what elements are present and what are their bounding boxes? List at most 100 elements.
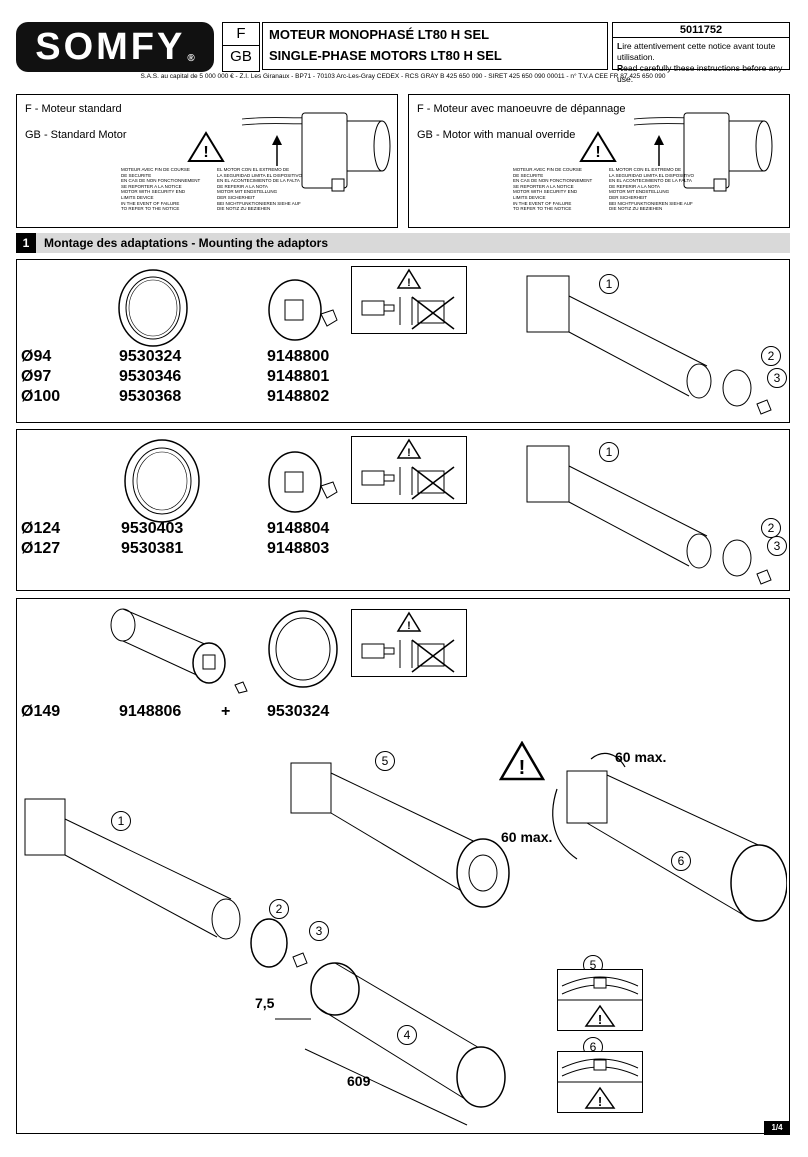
label-line: DIE NOTIZ ZU BEZIEHEN [217, 206, 271, 212]
svg-text:!: ! [407, 620, 411, 632]
page-number: 1/4 [764, 1121, 790, 1135]
label-line: DER SICHERHEIT [217, 194, 256, 200]
label-line: MOTEUR AVEC FIN DE COURSE [121, 167, 190, 172]
step-2-marker: 2 [761, 518, 781, 538]
motor-exploded-drawing [24, 798, 308, 968]
language-codes: F GB [222, 22, 260, 72]
ring-ref: 9530346 [119, 368, 182, 385]
label-line: TO REFER TO THE NOTICE [513, 206, 572, 212]
wheel-ref: 9148801 [267, 368, 330, 385]
motor-assembly-drawing [526, 275, 772, 415]
step-2-marker: 2 [761, 346, 781, 366]
motor-assembly-drawing [526, 445, 772, 585]
label-line: LIMITS DEVICE [121, 194, 154, 200]
diameter-label: Ø124 [21, 520, 61, 537]
motor-head-drawing [633, 112, 773, 192]
label-line: EN EL ACONTECIMIENTO DE LA FALTA [609, 178, 692, 184]
motor-box-en-label: GB - Motor with manual override [417, 129, 576, 141]
tube-assembly-drawing [275, 962, 506, 1126]
manual-override-motor-box: F - Moteur avec manoeuvre de dépannage G… [408, 94, 790, 228]
label-line: MOTOR MIT ENDSTELLUNG [609, 189, 670, 195]
step-1-marker: 1 [599, 442, 619, 462]
adaptor-panel-1: ! Ø94 9530324 9148800 Ø97 9530346 914880… [16, 259, 790, 423]
diameter-label: Ø100 [21, 388, 61, 405]
label-line: SE REPORTER A LA NOTICE [513, 183, 574, 189]
adaptor-panel-3: ! Ø149 9148806 + 9530324 1 2 3 5 ! 60 ma… [16, 598, 790, 1134]
label-line: MOTEUR AVEC FIN DE COURSE [513, 167, 582, 172]
label-line: DER SICHERHEIT [609, 194, 648, 200]
crown-ring-drawing [118, 269, 188, 347]
warning-icon: ! [579, 131, 617, 162]
label-line: IN THE EVENT OF FAILURE [121, 200, 180, 206]
svg-text:!: ! [407, 447, 411, 459]
standard-motor-box: F - Moteur standard GB - Standard Motor … [16, 94, 398, 228]
wheel-with-tube-drawing [110, 608, 248, 694]
warning-box: ! [351, 609, 467, 677]
title-fr: MOTEUR MONOPHASÉ LT80 H SEL [269, 27, 490, 42]
registered-mark: ® [187, 53, 195, 64]
brand-name: SOMFY [35, 25, 186, 68]
label-line: BEI NICHTFUNKTIONIEREN SIEHE AUF [217, 200, 301, 206]
detail-5-box: ! [557, 969, 643, 1031]
svg-text:!: ! [598, 1012, 602, 1027]
motor-box-fr-label: F - Moteur standard [25, 103, 122, 115]
svg-text:!: ! [203, 144, 208, 161]
drive-wheel-drawing [268, 451, 338, 513]
ref-number: 5011752 [613, 23, 789, 38]
dimension-7-5: 7,5 [255, 995, 275, 1011]
wheel-ref: 9148802 [267, 388, 330, 405]
company-line: S.A.S. au capital de 5 000 000 € - Z.I. … [140, 73, 666, 80]
section-title: Montage des adaptations - Mounting the a… [44, 236, 329, 250]
label-line: DE REFERIR A LA NOTA [217, 183, 268, 189]
step-4-marker: 4 [397, 1025, 417, 1045]
no-cutting-warning-icon: ! [361, 611, 455, 673]
detail-6-box: ! [557, 1051, 643, 1113]
svg-text:!: ! [595, 144, 600, 161]
step-6-marker: 6 [671, 851, 691, 871]
ring-ref: 9530324 [119, 348, 182, 365]
section-header: 1 Montage des adaptations - Mounting the… [16, 233, 790, 253]
label-line: SE REPORTER A LA NOTICE [121, 183, 182, 189]
step-3-marker: 3 [309, 921, 329, 941]
crown-ring-drawing [268, 610, 338, 688]
warning-box: ! [351, 266, 467, 334]
dimension-609: 609 [347, 1073, 371, 1089]
somfy-logo: SOMFY ® [16, 22, 214, 72]
warning-box: ! [351, 436, 467, 504]
lang-code-gb: GB [223, 45, 259, 65]
detail-5-drawing: ! [558, 976, 642, 1027]
step-1-marker: 1 [599, 274, 619, 294]
no-cutting-warning-icon: ! [361, 438, 455, 500]
diameter-label: Ø127 [21, 540, 61, 557]
lang-code-fr: F [236, 25, 246, 42]
angle-left-label: 60 max. [501, 829, 553, 845]
adaptor-panel-2: ! Ø124 9530403 9148804 Ø127 9530381 9148… [16, 429, 790, 591]
ring-ref: 9530381 [121, 540, 184, 557]
label-line: EN CAS DE NON FONCTIONNEMENT [121, 178, 201, 184]
step-5-marker: 5 [375, 751, 395, 771]
warning-icon: ! [187, 131, 225, 162]
label-line: MOTOR WITH SECURITY END [513, 189, 578, 195]
label-line: DE SECURITE [121, 172, 152, 178]
plus-sign: + [221, 703, 231, 720]
notice-fr-initial: L [617, 41, 623, 51]
svg-text:!: ! [407, 277, 411, 289]
label-line: IN THE EVENT OF FAILURE [513, 200, 572, 206]
wheel-ref: 9148804 [267, 520, 330, 537]
crown-ring-drawing [124, 439, 200, 523]
label-line: TO REFER TO THE NOTICE [121, 206, 180, 212]
reference-box: 5011752 Lire attentivement cette notice … [612, 22, 790, 84]
drive-wheel-drawing [268, 279, 338, 341]
ring-ref: 9530368 [119, 388, 182, 405]
motor-box-fr-label: F - Moteur avec manoeuvre de dépannage [417, 103, 626, 115]
notice-en-initial: R [617, 63, 624, 73]
label-line: LA SEGURIDAD LIMITA EL DISPOSITIVO [609, 172, 695, 178]
step-2-marker: 2 [269, 899, 289, 919]
step-3-marker: 3 [767, 536, 787, 556]
motor-head-drawing [241, 112, 391, 192]
motor-box-en-label: GB - Standard Motor [25, 129, 127, 141]
angle-top-label: 60 max. [615, 749, 667, 765]
warning-icon: ! [499, 741, 545, 781]
